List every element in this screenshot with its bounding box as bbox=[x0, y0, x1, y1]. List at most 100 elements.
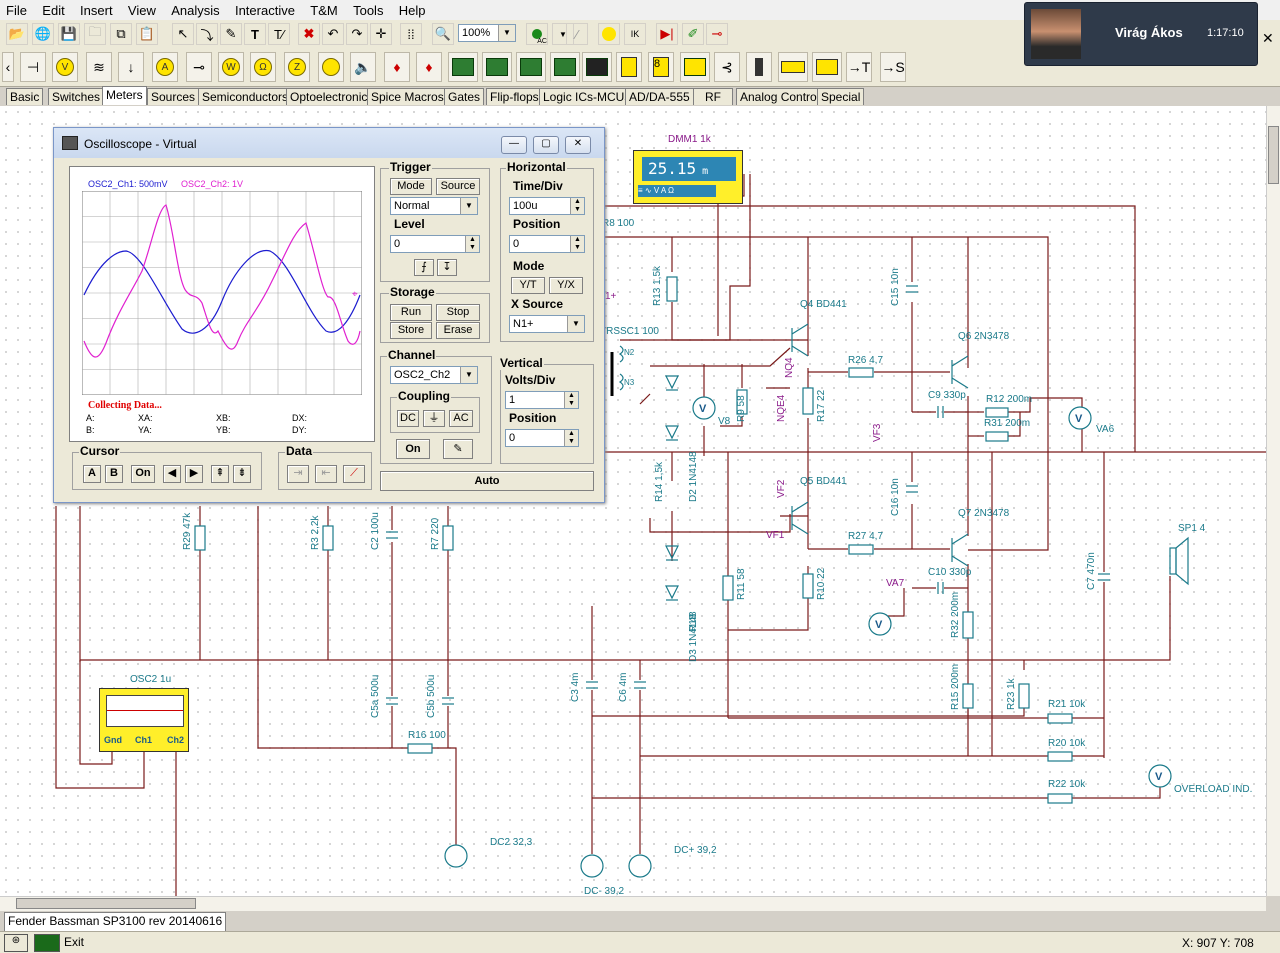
trigger-mode-button[interactable]: Mode bbox=[390, 178, 432, 195]
dmm-mode-buttons[interactable]: ≡ ∿ V A Ω bbox=[638, 185, 716, 197]
tab-special[interactable]: Special bbox=[817, 88, 865, 105]
seven-segment-icon[interactable]: 8 bbox=[648, 52, 674, 82]
tab-analog-control[interactable]: Analog Control bbox=[736, 88, 824, 105]
menu-edit[interactable]: Edit bbox=[42, 3, 65, 18]
text-icon[interactable]: T bbox=[244, 23, 266, 45]
oscilloscope-window[interactable]: Oscilloscope - Virtual — ▢ ✕ OSC2_Ch1: 5… bbox=[53, 127, 605, 503]
undo-icon[interactable]: ↶ bbox=[322, 23, 344, 45]
scroll-thumb-horizontal[interactable] bbox=[16, 898, 196, 909]
data-export-button[interactable]: ⇤ bbox=[315, 465, 337, 483]
menu-view[interactable]: View bbox=[127, 3, 156, 18]
voltmeter-icon[interactable]: V bbox=[52, 52, 78, 82]
osc-titlebar[interactable]: Oscilloscope - Virtual — ▢ ✕ bbox=[54, 128, 604, 158]
coupling-ac-button[interactable]: AC bbox=[449, 410, 473, 427]
save-icon[interactable]: 💾 bbox=[58, 23, 80, 45]
store-button[interactable]: Store bbox=[390, 322, 432, 339]
probe-led-icon[interactable]: ♦ bbox=[416, 52, 442, 82]
web-icon[interactable]: 🌐 bbox=[32, 23, 54, 45]
run-button[interactable]: Run bbox=[390, 304, 432, 321]
close-button[interactable]: ✕ bbox=[565, 136, 591, 154]
impedance-icon[interactable]: Z bbox=[284, 52, 310, 82]
tab-gates[interactable]: Gates bbox=[444, 88, 485, 105]
coupling-dc-button[interactable]: DC bbox=[397, 410, 419, 427]
erase-button[interactable]: Erase bbox=[436, 322, 480, 339]
arrow-t-icon[interactable]: →T bbox=[846, 52, 872, 82]
document-tab[interactable]: Fender Bassman SP3100 rev 20140616 bbox=[4, 912, 227, 932]
multimeter-icon[interactable] bbox=[680, 52, 710, 82]
ground-icon[interactable]: ⊣ bbox=[20, 52, 46, 82]
paste-icon[interactable]: 📋 bbox=[136, 23, 158, 45]
logic-analyzer-icon[interactable] bbox=[582, 52, 612, 82]
arrow-down-icon[interactable]: ↓ bbox=[118, 52, 144, 82]
tab-flip-flops[interactable]: Flip-flops bbox=[486, 88, 543, 105]
wire-icon[interactable]: ⤵ bbox=[196, 23, 218, 45]
menu-insert[interactable]: Insert bbox=[80, 3, 113, 18]
label-icon[interactable]: T⁄ bbox=[268, 23, 290, 45]
tab-sources[interactable]: Sources bbox=[147, 88, 200, 105]
hpos-spinner-icon[interactable]: ▲▼ bbox=[570, 236, 584, 252]
counter-icon[interactable] bbox=[550, 52, 580, 82]
stop-button[interactable]: Stop bbox=[436, 304, 480, 321]
folder-icon[interactable]: 🗀 bbox=[84, 23, 106, 45]
menu-help[interactable]: Help bbox=[398, 3, 426, 18]
menu-file[interactable]: File bbox=[6, 3, 27, 18]
palette-scroll-left[interactable]: ‹ bbox=[2, 52, 14, 82]
close-panel-icon[interactable]: ✕ bbox=[1262, 30, 1274, 46]
junction-icon[interactable]: ⊰ bbox=[714, 52, 740, 82]
voltsdiv-input[interactable]: 1▲▼ bbox=[505, 391, 579, 409]
maximize-button[interactable]: ▢ bbox=[533, 136, 559, 154]
lamp-icon[interactable] bbox=[318, 52, 344, 82]
tab-meters[interactable]: Meters bbox=[102, 86, 147, 105]
lamp-meter-icon[interactable] bbox=[598, 23, 620, 45]
wire-tool-icon[interactable]: ⊸ bbox=[186, 52, 212, 82]
timediv-input[interactable]: 100u▲▼ bbox=[509, 197, 585, 215]
probe-icon[interactable]: ⁄ bbox=[566, 23, 588, 45]
signal-analyzer-icon[interactable] bbox=[482, 52, 512, 82]
cursor-left-button[interactable]: ◀ bbox=[163, 465, 181, 483]
tab-switches[interactable]: Switches bbox=[48, 88, 105, 105]
tab-optoelectronic[interactable]: Optoelectronic bbox=[286, 88, 372, 105]
channel-on-button[interactable]: On bbox=[396, 439, 430, 459]
pencil-icon[interactable]: ✎ bbox=[220, 23, 242, 45]
pen-tool-icon[interactable]: ✐ bbox=[682, 23, 704, 45]
led-icon[interactable]: ♦ bbox=[384, 52, 410, 82]
pointer-icon[interactable]: ↖ bbox=[172, 23, 194, 45]
display-icon[interactable] bbox=[778, 52, 808, 82]
hpos-input[interactable]: 0▲▼ bbox=[509, 235, 585, 253]
analysis-ac-button[interactable]: AC bbox=[526, 23, 548, 45]
trigger-source-button[interactable]: Source bbox=[436, 178, 480, 195]
lcd-icon[interactable] bbox=[812, 52, 842, 82]
level-spinner-icon[interactable]: ▲▼ bbox=[465, 236, 479, 252]
osc2-instrument[interactable]: Gnd Ch1 Ch2 bbox=[99, 688, 189, 752]
cursor-a-button[interactable]: A bbox=[83, 465, 101, 483]
channel-select[interactable]: OSC2_Ch2▼ bbox=[390, 366, 478, 384]
tab-adda[interactable]: AD/DA-555 bbox=[625, 88, 694, 105]
scope-toggle-icon[interactable] bbox=[34, 934, 60, 952]
trigger-mode-select[interactable]: Normal▼ bbox=[390, 197, 478, 215]
vpos-spinner-icon[interactable]: ▲▼ bbox=[564, 430, 578, 446]
rising-edge-button[interactable]: ⨍ bbox=[414, 259, 434, 276]
coupling-gnd-button[interactable]: ⏚ bbox=[423, 410, 445, 427]
data-plot-button[interactable]: ⟋ bbox=[343, 465, 365, 483]
delete-icon[interactable]: ✖ bbox=[298, 23, 320, 45]
node-icon[interactable]: ✛ bbox=[370, 23, 392, 45]
tab-spice-macros[interactable]: Spice Macros bbox=[367, 88, 448, 105]
switch-tool-icon[interactable]: ⊸ bbox=[706, 23, 728, 45]
cursor-b-button[interactable]: B bbox=[105, 465, 123, 483]
copy-icon[interactable]: ⧉ bbox=[110, 23, 132, 45]
ik-icon[interactable]: IK bbox=[624, 23, 646, 45]
diode-tool-icon[interactable]: ▶| bbox=[656, 23, 678, 45]
yt-button[interactable]: Y/T bbox=[511, 277, 545, 294]
voltsdiv-spinner-icon[interactable]: ▲▼ bbox=[564, 392, 578, 408]
speaker-icon[interactable]: 🔈 bbox=[350, 52, 376, 82]
traffic-light-icon[interactable] bbox=[746, 52, 772, 82]
menu-analysis[interactable]: Analysis bbox=[171, 3, 220, 18]
logic-probe-icon[interactable] bbox=[616, 52, 642, 82]
minimize-button[interactable]: — bbox=[501, 136, 527, 154]
yx-button[interactable]: Y/X bbox=[549, 277, 583, 294]
redo-icon[interactable]: ↷ bbox=[346, 23, 368, 45]
cursor-right-button[interactable]: ▶ bbox=[185, 465, 203, 483]
falling-edge-button[interactable]: ↧ bbox=[437, 259, 457, 276]
auto-button[interactable]: Auto bbox=[380, 471, 594, 491]
